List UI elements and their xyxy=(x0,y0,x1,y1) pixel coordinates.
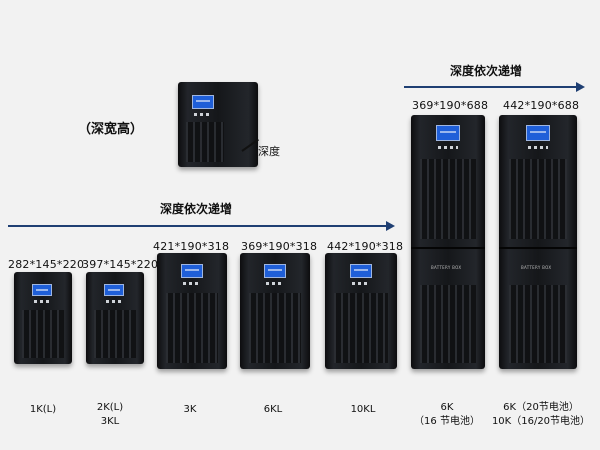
unit-6-dims: 369*190*688 xyxy=(412,99,489,112)
unit-3-dims: 421*190*318 xyxy=(153,240,230,253)
arrow-mid-head xyxy=(386,221,395,231)
lcd-screen xyxy=(104,284,124,296)
vent-grille xyxy=(334,293,388,363)
vent-grille-bottom xyxy=(509,285,567,363)
vent-grille xyxy=(166,293,218,363)
vent-grille-top xyxy=(509,159,567,239)
arrow-mid-line xyxy=(8,225,386,227)
lcd-screen xyxy=(32,284,52,296)
unit-3-model: 3K xyxy=(183,404,197,415)
button-row xyxy=(106,300,122,303)
vent-grille xyxy=(186,122,224,162)
lcd-screen xyxy=(526,125,550,141)
arrow-text-mid: 深度依次递增 xyxy=(160,202,233,216)
unit-2-dims: 397*145*220 xyxy=(82,258,159,271)
arrow-top-line xyxy=(404,86,576,88)
lcd-screen xyxy=(192,95,214,109)
button-row xyxy=(352,282,370,285)
button-row xyxy=(266,282,284,285)
ups-unit-6k-10k-20-battery: BATTERY BOX xyxy=(499,115,577,369)
unit-7-model: 6K（20节电池） 10K（16/20节电池） xyxy=(491,402,591,427)
vent-grille-top xyxy=(420,159,476,239)
button-row xyxy=(438,146,458,149)
ups-unit-10kl xyxy=(325,253,397,369)
unit-5-model: 10KL xyxy=(350,404,376,415)
unit-2-model: 2K(L) 3KL xyxy=(96,402,124,427)
button-row xyxy=(34,300,50,303)
arrow-top-head xyxy=(576,82,585,92)
demo-ups-tower xyxy=(178,82,258,167)
lcd-screen xyxy=(350,264,372,278)
unit-4-dims: 369*190*318 xyxy=(241,240,318,253)
button-row xyxy=(183,282,201,285)
vent-grille xyxy=(249,293,301,363)
lcd-screen xyxy=(264,264,286,278)
battery-box-label: BATTERY BOX xyxy=(521,265,552,270)
lcd-screen xyxy=(181,264,203,278)
unit-7-dims: 442*190*688 xyxy=(503,99,580,112)
depth-label: 深度 xyxy=(258,145,280,158)
ups-unit-2k xyxy=(86,272,144,364)
cabinet-divider xyxy=(499,247,577,249)
vent-grille-bottom xyxy=(420,285,476,363)
unit-6-model: 6K （16 节电池） xyxy=(414,402,480,427)
unit-1-model: 1K(L) xyxy=(29,404,57,415)
cabinet-divider xyxy=(411,247,485,249)
battery-box-label: BATTERY BOX xyxy=(431,265,462,270)
ups-unit-1k xyxy=(14,272,72,364)
button-row xyxy=(194,113,212,116)
button-row xyxy=(528,146,548,149)
dimension-caption: （深宽高） xyxy=(78,122,144,137)
ups-unit-3k xyxy=(157,253,227,369)
ups-unit-6k-16-battery: BATTERY BOX xyxy=(411,115,485,369)
vent-grille xyxy=(94,310,136,358)
unit-5-dims: 442*190*318 xyxy=(327,240,404,253)
vent-grille xyxy=(22,310,64,358)
lcd-screen xyxy=(436,125,460,141)
unit-1-dims: 282*145*220 xyxy=(8,258,85,271)
arrow-text-top: 深度依次递增 xyxy=(450,64,523,78)
unit-4-model: 6KL xyxy=(263,404,283,415)
ups-unit-6kl xyxy=(240,253,310,369)
